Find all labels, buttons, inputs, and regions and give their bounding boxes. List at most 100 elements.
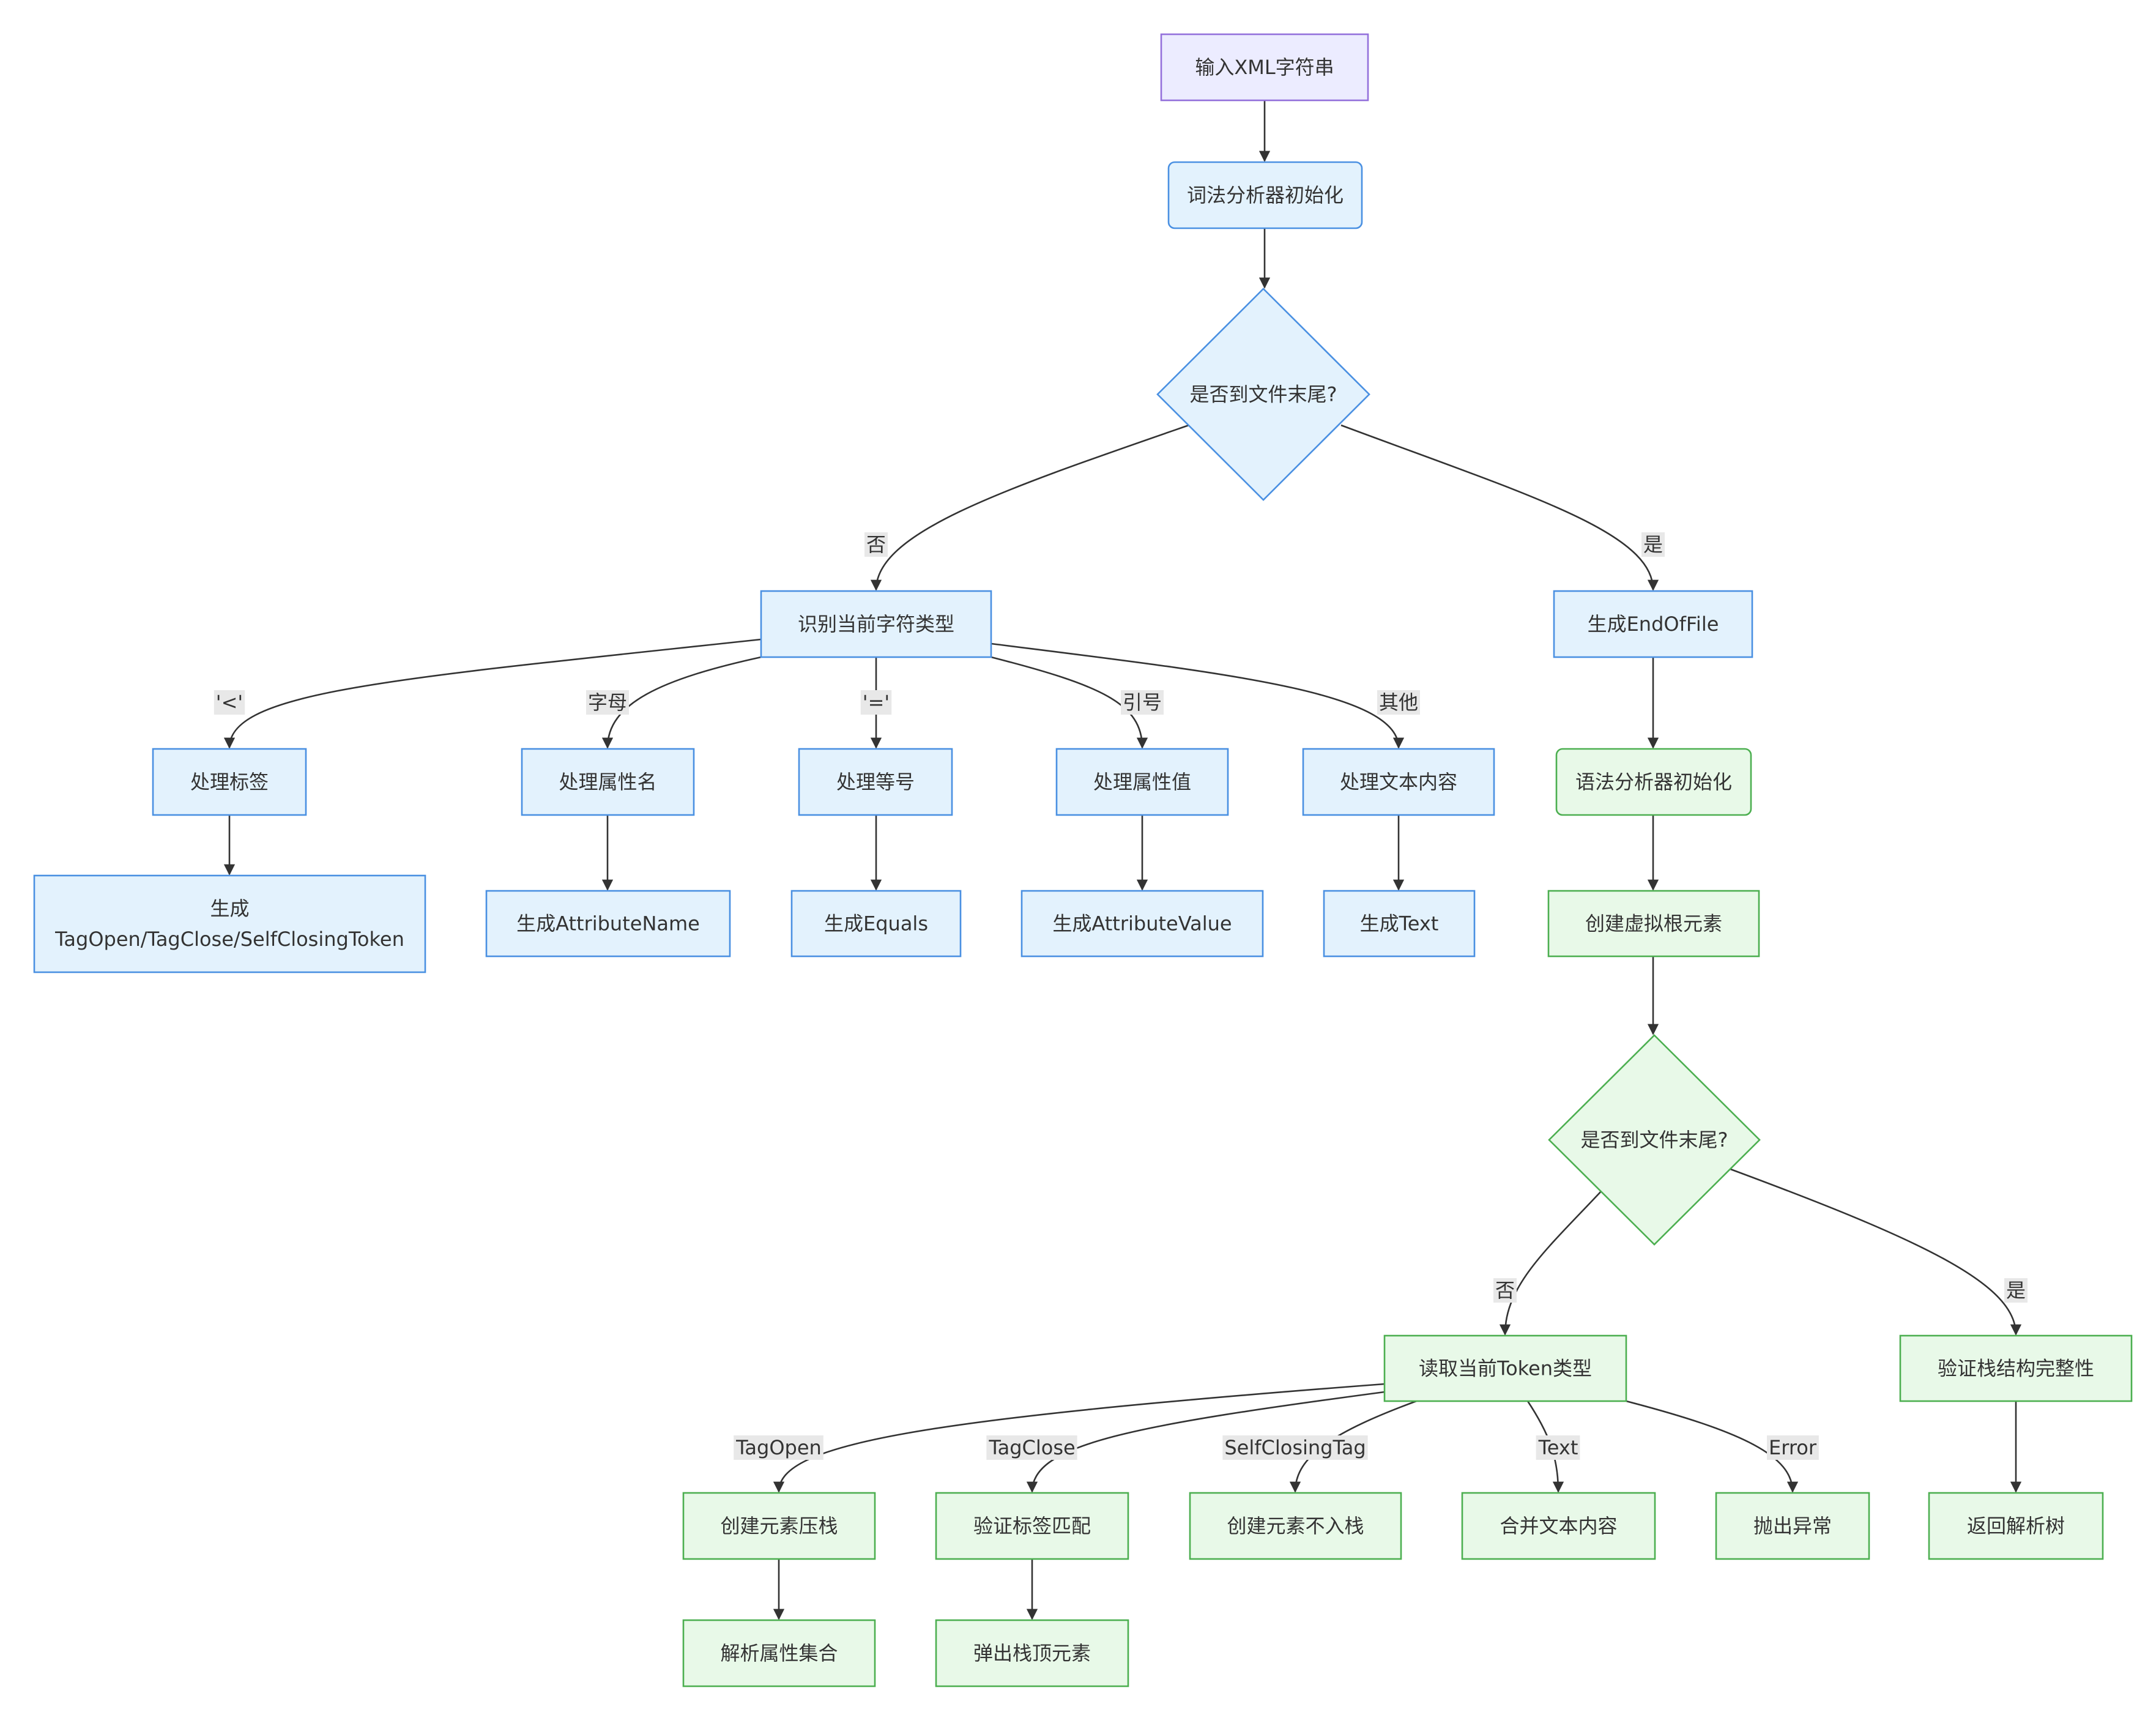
node-lexinit[interactable]: 词法分析器初始化 <box>1167 161 1363 229</box>
decision-shape <box>1548 1034 1761 1246</box>
edge-label-text: SelfClosingTag <box>1224 1436 1366 1459</box>
edge-label-eof1-geneof: 是 <box>1641 532 1665 557</box>
process-shape <box>682 1619 876 1687</box>
process-shape <box>1383 1334 1627 1402</box>
node-genequals[interactable]: 生成Equals <box>790 890 962 958</box>
node-label: 生成Text <box>1360 912 1439 936</box>
node-label: 处理属性名 <box>559 770 656 794</box>
node-geneof[interactable]: 生成EndOfFile <box>1553 590 1753 658</box>
process-shape <box>1323 890 1476 958</box>
node-attrname[interactable]: 处理属性名 <box>521 748 695 816</box>
edge-label-idchar-equals: '=' <box>860 690 892 715</box>
node-attrval[interactable]: 处理属性值 <box>1055 748 1229 816</box>
edges-layer <box>223 100 2022 1620</box>
process-shape <box>1167 161 1363 229</box>
node-vroot[interactable]: 创建虚拟根元素 <box>1547 890 1760 958</box>
edge-idchar-attrname <box>601 656 762 749</box>
node-matchtag[interactable]: 验证标签匹配 <box>935 1492 1129 1560</box>
node-label: 识别当前字符类型 <box>798 612 954 636</box>
process-shape <box>760 590 992 658</box>
edge-label-text: 否 <box>1495 1279 1515 1302</box>
node-label: 生成EndOfFile <box>1588 612 1719 636</box>
node-label: 创建元素压栈 <box>720 1514 838 1538</box>
node-label: 语法分析器初始化 <box>1575 770 1732 794</box>
process-shape <box>1302 748 1495 816</box>
process-shape <box>1055 748 1229 816</box>
process-shape <box>152 748 307 816</box>
process-shape <box>798 748 953 816</box>
node-push[interactable]: 创建元素压栈 <box>682 1492 876 1560</box>
node-pop[interactable]: 弹出栈顶元素 <box>935 1619 1129 1687</box>
node-label: 解析属性集合 <box>720 1642 838 1665</box>
process-shape <box>682 1492 876 1560</box>
node-label: 验证栈结构完整性 <box>1938 1357 2094 1380</box>
node-genattrval[interactable]: 生成AttributeValue <box>1020 890 1264 958</box>
node-text[interactable]: 处理文本内容 <box>1302 748 1495 816</box>
edge-label-readtok-nopush: SelfClosingTag <box>1222 1435 1368 1460</box>
node-genattrname[interactable]: 生成AttributeName <box>485 890 731 958</box>
decision-shape <box>1156 288 1370 501</box>
edge-idchar-text <box>991 642 1405 749</box>
edge-label-idchar-attrname: 字母 <box>585 690 630 715</box>
node-parseattrs[interactable]: 解析属性集合 <box>682 1619 876 1687</box>
edge-idchar-tag <box>223 638 762 749</box>
node-label: 创建元素不入栈 <box>1227 1514 1364 1538</box>
edge-label-text: 是 <box>1643 533 1663 556</box>
edge-label-background <box>1120 690 1164 715</box>
edge-label-background <box>2004 1278 2028 1303</box>
node-merge[interactable]: 合并文本内容 <box>1461 1492 1656 1560</box>
edge-label-text: TagOpen <box>735 1436 822 1459</box>
node-gentext[interactable]: 生成Text <box>1323 890 1476 958</box>
node-label: 生成AttributeValue <box>1052 912 1232 936</box>
edge-label-background <box>1536 1435 1580 1460</box>
process-shape <box>935 1492 1129 1560</box>
edge-label-background <box>734 1435 823 1460</box>
edge-label-text: 其他 <box>1379 691 1418 714</box>
edge-label-text: Error <box>1769 1436 1817 1459</box>
node-readtok[interactable]: 读取当前Token类型 <box>1383 1334 1627 1402</box>
edge-label-background <box>585 690 630 715</box>
node-parseinit[interactable]: 语法分析器初始化 <box>1555 748 1752 816</box>
node-throw[interactable]: 抛出异常 <box>1715 1492 1870 1560</box>
edge-label-readtok-push: TagOpen <box>734 1435 823 1460</box>
process-shape <box>935 1619 1129 1687</box>
node-idchar[interactable]: 识别当前字符类型 <box>760 590 992 658</box>
node-tag[interactable]: 处理标签 <box>152 748 307 816</box>
node-equals[interactable]: 处理等号 <box>798 748 953 816</box>
edge-label-text: TagClose <box>988 1436 1075 1459</box>
edge-eof2-readtok <box>1499 1190 1602 1336</box>
process-shape <box>1547 890 1760 958</box>
node-label: 生成AttributeName <box>516 912 700 936</box>
node-verifystack[interactable]: 验证栈结构完整性 <box>1899 1334 2133 1402</box>
edge-eof1-geneof <box>1340 424 1659 591</box>
process-shape <box>1899 1334 2133 1402</box>
process-shape <box>1189 1492 1402 1560</box>
node-nopush[interactable]: 创建元素不入栈 <box>1189 1492 1402 1560</box>
node-label: 处理文本内容 <box>1340 770 1457 794</box>
edge-label-text: 否 <box>866 533 886 556</box>
edge-readtok-matchtag <box>1026 1391 1385 1493</box>
edge-label-background <box>860 690 892 715</box>
node-eof1[interactable]: 是否到文件末尾? <box>1156 288 1370 501</box>
node-eof2[interactable]: 是否到文件末尾? <box>1548 1034 1761 1246</box>
node-label: 处理属性值 <box>1093 770 1191 794</box>
edge-eof2-verifystack <box>1728 1167 2022 1336</box>
edge-label-background <box>1641 532 1665 557</box>
edge-label-background <box>864 532 888 557</box>
node-label: 返回解析树 <box>1967 1514 2065 1538</box>
node-label: 生成 <box>210 897 249 920</box>
edge-label-text: Text <box>1538 1436 1578 1459</box>
node-input[interactable]: 输入XML字符串 <box>1160 33 1369 102</box>
edge-label-readtok-merge: Text <box>1536 1435 1580 1460</box>
edge-label-text: 是 <box>2006 1279 2026 1302</box>
edge-label-readtok-throw: Error <box>1767 1435 1819 1460</box>
process-shape <box>1555 748 1752 816</box>
edge-label-text: 字母 <box>588 691 627 714</box>
edge-label-eof1-idchar: 否 <box>864 532 888 557</box>
node-returntree[interactable]: 返回解析树 <box>1928 1492 2104 1560</box>
edge-label-text: '<' <box>216 691 243 714</box>
edge-label-eof2-readtok: 否 <box>1493 1278 1517 1303</box>
